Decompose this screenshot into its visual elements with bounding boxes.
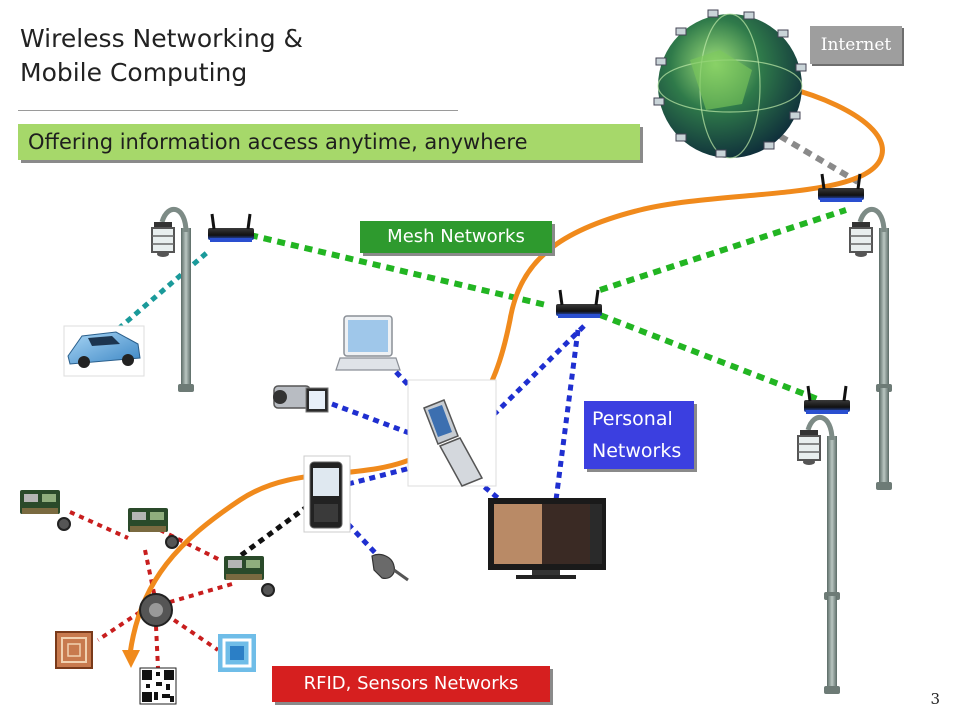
sensor-board-icon [139,593,173,627]
tv-icon [488,498,606,579]
car-link [108,248,212,338]
router-icon [802,384,852,416]
rfid-tag-icon [55,631,93,669]
title-line-1: Wireless Networking & [20,24,304,53]
sensor-links [69,510,233,669]
title-line-2: Mobile Computing [20,58,248,87]
street-lamp-icon [850,209,892,490]
router-icon [206,212,256,244]
sensor-board-icon [127,507,179,549]
flip-phone-icon [407,379,497,487]
page-number: 3 [930,690,940,708]
internet-label: Internet [810,26,902,64]
router-icon [554,288,604,320]
globe-icon [653,9,807,159]
personal-networks-label: Personal Networks [584,401,694,469]
title-divider [18,110,458,111]
street-lamp-icon [152,209,194,392]
personal-networks-line-2: Networks [592,440,682,462]
camcorder-icon [273,385,329,413]
car-icon [63,325,145,377]
rfid-sensors-label: RFID, Sensors Networks [272,666,550,702]
personal-networks-line-1: Personal [592,408,673,430]
slide-title: Wireless Networking & Mobile Computing [20,22,303,90]
rfid-tag-icon [218,634,256,672]
sensor-board-icon [223,555,275,597]
earpiece-icon [371,553,409,582]
laptop-icon [335,315,401,371]
mesh-networks-label: Mesh Networks [360,221,552,253]
qr-code-icon [139,667,177,705]
tagline-banner: Offering information access anytime, any… [18,124,640,160]
sensor-board-icon [19,489,71,531]
smartphone-icon [303,455,351,533]
gateway-link [238,503,310,559]
mesh-links [249,207,847,403]
mobility-arrowhead [122,650,140,668]
street-lamp-icon [798,417,840,694]
mobility-path [127,79,885,655]
